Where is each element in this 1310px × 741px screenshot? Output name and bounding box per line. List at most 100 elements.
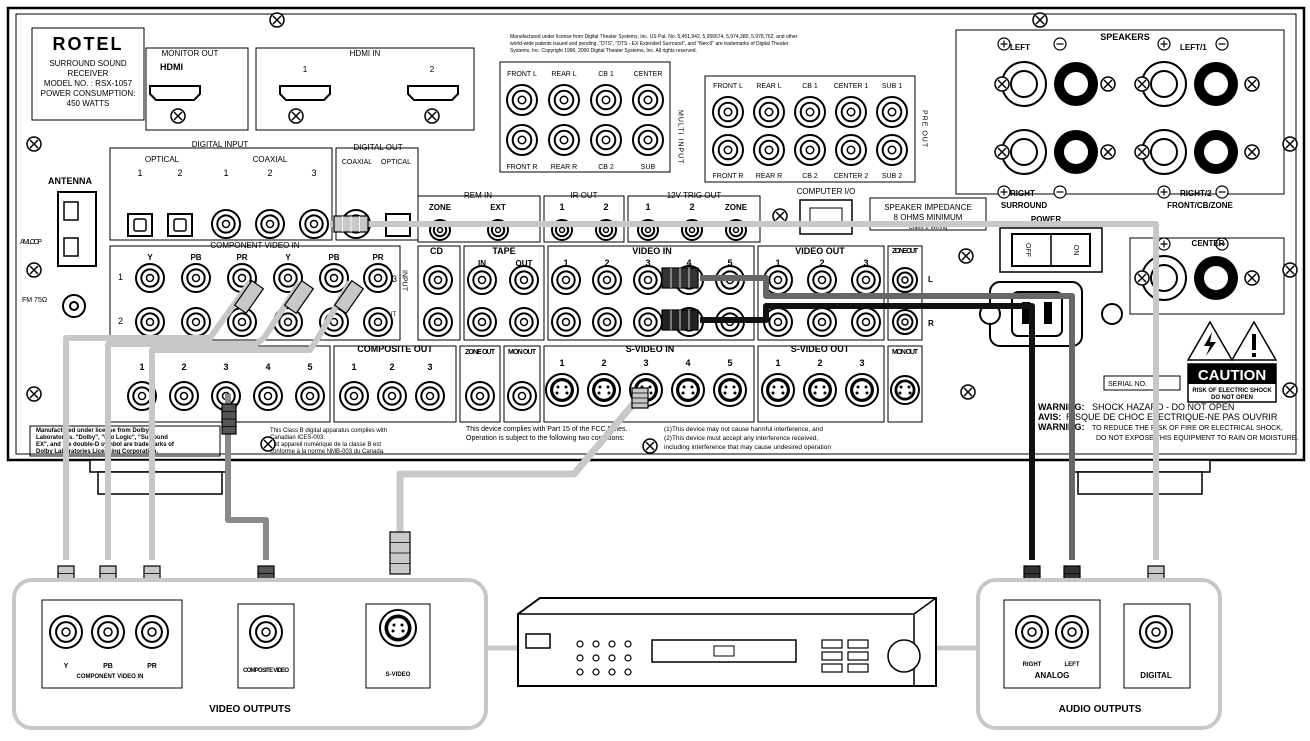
screw-icon	[170, 108, 186, 124]
panel-screws	[26, 12, 1298, 454]
jack-label: SUB 1	[882, 83, 902, 90]
digital-source-plug	[333, 215, 369, 233]
video-outputs-title: VIDEO OUTPUTS	[209, 704, 291, 715]
rca-jack	[794, 96, 826, 128]
rca-jack	[851, 307, 881, 337]
rca-jack	[632, 84, 664, 116]
jack-label: FRONT R	[713, 173, 744, 180]
jack-label: SUB	[641, 164, 656, 171]
component-pb-cable	[105, 280, 303, 560]
out-y-label: Y	[64, 663, 69, 670]
screw-icon	[772, 208, 788, 224]
brand-logo: ROTEL	[53, 34, 124, 54]
composite-out-number: 3	[427, 362, 432, 372]
jack-label: CB 1	[802, 83, 818, 90]
screw-icon	[960, 384, 976, 400]
dts-notice-line-2: world-wide patents issued and pending. "…	[510, 41, 789, 47]
svideo-source-plug	[631, 387, 649, 409]
rca-jack	[509, 265, 539, 295]
jack-label: FRONT L	[713, 83, 743, 90]
composite-output-jack	[249, 615, 283, 649]
rca-jack	[363, 307, 393, 337]
serial-no-label: SERIAL NO.	[1108, 381, 1147, 388]
fcc-condition-line-1: (1)This device may not cause harmful int…	[664, 426, 823, 433]
screw-icon	[958, 248, 974, 264]
audio-outputs-panel: AUDIO OUTPUTS RIGHT LEFT ANALOG DIGITAL	[976, 578, 1222, 730]
dolby-notice-line-1: Manufactured under license from Dolby	[36, 428, 150, 434]
digital-out-title: DIGITAL OUT	[353, 143, 402, 152]
component-label: PB	[328, 253, 339, 262]
rca-jack	[892, 267, 918, 293]
screw-icon	[269, 12, 285, 28]
jack-label: REAR L	[551, 71, 576, 78]
composite-out-number: 1	[351, 362, 356, 372]
pre-out-side-label: PRE OUT	[921, 110, 928, 148]
component-label: PB	[190, 253, 201, 262]
computer-io-label: COMPUTER I/O	[797, 187, 856, 196]
rca-jack	[835, 134, 867, 166]
digital-out-coaxial-label: COAXIAL	[342, 159, 372, 166]
out-pr-label: PR	[147, 663, 157, 670]
device-button	[821, 651, 843, 661]
rca-jack	[211, 209, 241, 239]
power-switch[interactable]	[1011, 233, 1091, 267]
svideo-in-number: 5	[727, 358, 732, 368]
fm-label: FM 75Ω	[22, 297, 47, 304]
hdmi-label: HDMI	[160, 62, 183, 72]
rca-jack	[415, 381, 445, 411]
rca-jack	[509, 307, 539, 337]
tape-in-label: IN	[478, 259, 486, 268]
ir-out-number: 2	[603, 202, 608, 212]
jack-label: CB 1	[598, 71, 614, 78]
video-in-number: 3	[645, 258, 650, 268]
minus-terminal-icon	[1215, 37, 1229, 51]
composite-in-number: 5	[307, 362, 312, 372]
screw-icon	[288, 108, 304, 124]
digital-audio-cable	[330, 221, 1159, 560]
hdmi-in-2-label: 2	[430, 65, 435, 74]
rca-jack	[255, 209, 285, 239]
composite-in-number: 1	[139, 362, 144, 372]
composite-out-title: COMPOSITE OUT	[357, 344, 433, 354]
ir-out-number: 1	[559, 202, 564, 212]
composite-source-plug	[221, 403, 237, 435]
device-button-dot	[592, 654, 600, 662]
analog-left-source-plug	[661, 267, 699, 289]
svideo-jack	[379, 609, 417, 647]
screw-icon	[26, 136, 42, 152]
rca-jack	[712, 134, 744, 166]
minus-terminal-icon	[1215, 237, 1229, 251]
device-button-dot	[624, 640, 632, 648]
audio-outputs-title: AUDIO OUTPUTS	[1059, 704, 1142, 715]
component-video-in-section: COMPONENT VIDEO IN INPUT MON OUT 1 2 3 Y…	[109, 241, 408, 341]
component-label: Y	[147, 253, 153, 262]
dolby-notice-line-4: Dolby Laboratories Licensing Corporation…	[36, 449, 158, 455]
rca-jack	[592, 307, 622, 337]
plus-terminal-icon	[997, 185, 1011, 199]
video-in-title: VIDEO IN	[632, 246, 672, 256]
svideo-jack	[803, 373, 837, 407]
svideo-in-number: 1	[559, 358, 564, 368]
cables	[63, 221, 1159, 651]
out-svideo-label: S-VIDEO	[386, 672, 411, 678]
screw-icon	[1100, 144, 1116, 160]
speaker-binding-post-pair	[1141, 129, 1238, 175]
antenna-section: ANTENNA AM LOOP FM 75Ω	[20, 176, 97, 318]
dts-notice-line-1: Manufactured under license from Digital …	[510, 34, 798, 40]
analog-right-cable	[700, 303, 1035, 560]
trig-out-number: 2	[689, 202, 694, 212]
svideo-in-title: S-VIDEO IN	[626, 344, 675, 354]
analog-left-output-jack	[1055, 615, 1089, 649]
video-in-number: 4	[686, 258, 691, 268]
screw-icon	[1134, 144, 1150, 160]
screw-icon	[1282, 262, 1298, 278]
rca-jack	[807, 307, 837, 337]
screw-icon	[1100, 76, 1116, 92]
jack-label: REAR R	[756, 173, 782, 180]
jack-label: CB 2	[598, 164, 614, 171]
screw-icon	[1134, 270, 1150, 286]
lightning-warning-icon	[1186, 320, 1234, 361]
rca-jack	[273, 307, 303, 337]
